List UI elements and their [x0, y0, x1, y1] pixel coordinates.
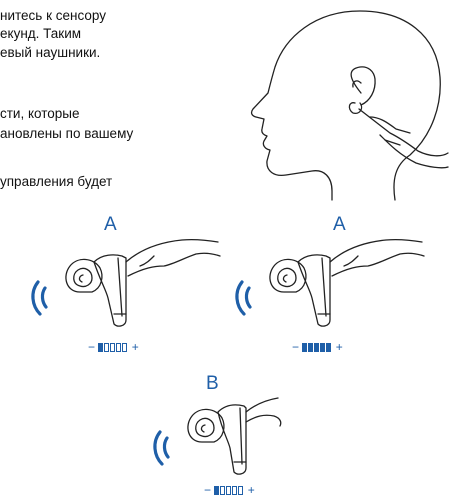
volume-segment	[320, 343, 325, 352]
instruction-line-8: управления будет	[0, 174, 112, 190]
sound-wave-icon	[237, 282, 244, 314]
minus-sign: −	[204, 483, 211, 497]
sound-wave-icon	[155, 432, 162, 464]
volume-segment	[238, 486, 243, 495]
volume-segment	[110, 343, 115, 352]
volume-segment	[302, 343, 307, 352]
plus-sign: +	[248, 483, 255, 497]
volume-segment	[116, 343, 121, 352]
earbud-icon	[22, 232, 222, 332]
volume-bars	[302, 340, 332, 354]
plus-sign: +	[132, 340, 139, 354]
volume-segment	[308, 343, 313, 352]
volume-segment	[98, 343, 103, 352]
instruction-line-2: екунд. Таким	[0, 26, 81, 42]
volume-bars	[214, 483, 244, 497]
volume-segment	[226, 486, 231, 495]
volume-segment	[104, 343, 109, 352]
minus-sign: −	[88, 340, 95, 354]
volume-segment	[220, 486, 225, 495]
plus-sign: +	[336, 340, 343, 354]
volume-segment	[326, 343, 331, 352]
volume-indicator-a1: − +	[88, 340, 139, 354]
instruction-line-1: нитесь к сенсору	[0, 8, 106, 24]
volume-segment	[122, 343, 127, 352]
instruction-line-3: евый наушники.	[0, 45, 100, 61]
volume-indicator-a2: − +	[292, 340, 343, 354]
instruction-line-5: сти, которые	[0, 106, 80, 122]
volume-indicator-b: − +	[204, 483, 255, 497]
volume-bars	[98, 340, 128, 354]
sound-wave-icon	[33, 282, 40, 314]
volume-segment	[214, 486, 219, 495]
head-touch-ear-icon	[220, 5, 450, 205]
earbud-icon	[144, 392, 344, 482]
earbud-icon	[226, 232, 426, 332]
volume-segment	[314, 343, 319, 352]
instruction-line-6: ановлены по вашему	[0, 126, 133, 142]
minus-sign: −	[292, 340, 299, 354]
volume-segment	[232, 486, 237, 495]
